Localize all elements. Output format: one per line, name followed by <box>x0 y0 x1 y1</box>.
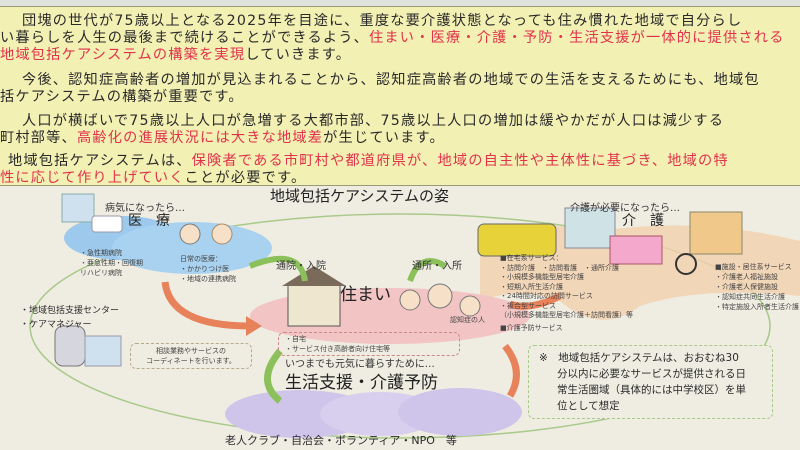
coordinate-box: 相談業務やサービスの コーディネートを行います。 <box>130 343 252 369</box>
support-center-building-icon <box>84 335 122 367</box>
list-item: リハビリ病院 <box>80 269 122 277</box>
hospital-arrow-label: 通院・入院 <box>276 261 326 272</box>
intro-box <box>0 6 800 186</box>
care-heading: 介 護 <box>622 213 664 229</box>
list-item: ・サービス付き高齢者向け住宅等 <box>285 345 390 353</box>
intro-line: い暮らしを人生の最後まで続けることができるよう、住まい・医療・介護・予防・生活支… <box>0 27 800 47</box>
diagram-title: 地域包括ケアシステムの姿 <box>270 187 449 205</box>
hospital-building-icon <box>61 193 95 223</box>
list-item: ■施設・居住系サービス <box>715 263 792 271</box>
highlight-text: 住まい・医療・介護・予防・生活支援が一体的に提供される <box>369 30 785 46</box>
highlight-text: 保険者である市町村や都道府県が、地域の自主性や主体性に基づき、地域の特 <box>191 153 729 169</box>
arrow-hospital <box>248 255 308 282</box>
highlight-text: 高齢化の進展状況には大きな地域差 <box>76 130 324 146</box>
outer-ring <box>29 213 771 439</box>
body-text: 人口が横ばいで75歳以上人口が急増する大都市部、75歳以上人口の増加は緩やかだが… <box>22 113 725 129</box>
diagram-shapes <box>29 193 800 439</box>
care-manager-icon <box>54 325 86 367</box>
daily-medical-list: 日常の医療： ・かかりつけ医 ・地域の連携病院 <box>180 254 236 284</box>
highlight-text: 性に応じて作り上げていく <box>0 170 185 186</box>
intro-line: 町村部等、高齢化の進展状況には大きな地域差が生じています。 <box>0 127 800 147</box>
body-text: 町村部等、 <box>0 130 77 146</box>
list-item: ・亜急性期・回復期 <box>80 259 143 267</box>
list-item: ・介護老人福祉施設 <box>715 273 778 281</box>
dementia-person-icon <box>459 295 481 317</box>
list-item: ・急性期病院 <box>80 249 122 257</box>
body-text: 団塊の世代が75歳以上となる2025年を目途に、重度な要介護状態となっても住み慣… <box>22 13 743 29</box>
arrow-facility <box>407 258 447 283</box>
support-center-list: ・地域包括支援センター ・ケアマネジャー <box>20 304 119 332</box>
nurse-icon <box>211 223 233 245</box>
wheelchair-icon <box>675 253 697 275</box>
hospital-list: ・急性期病院 ・亜急性期・回復期 リハビリ病院 <box>80 248 143 278</box>
note-line: 分以内に必要なサービスが提供される日 <box>557 368 746 380</box>
list-item: ・介護老人保健施設 <box>715 283 778 291</box>
body-text: い暮らしを人生の最後まで続けることができるよう、 <box>0 30 370 46</box>
arrow-medical-to-home <box>161 281 251 330</box>
family-icon <box>399 289 421 311</box>
list-item: （小規模多機能型居宅介護＋訪問看護）等 <box>500 311 633 319</box>
intro-line: 性に応じて作り上げていくことが必要です。 <box>0 167 800 187</box>
note-line: ※ 地域包括ケアシステムは、おおむね30 <box>539 352 739 364</box>
house-icon <box>287 283 341 327</box>
list-item: ・複合型サービス <box>500 301 556 310</box>
highlight-text: 地域包括ケアシステムの構築を実現 <box>0 47 246 63</box>
home-types-box: ・自宅 ・サービス付き高齢者向け住宅等 <box>278 332 460 356</box>
body-text: が生じています。 <box>323 130 445 146</box>
list-item: ・訪問介護 ・訪問看護 ・通所介護 <box>500 263 619 272</box>
care-building-icon <box>564 207 616 249</box>
elderly-man-icon <box>427 283 453 309</box>
list-item: ■在宅系サービス： <box>500 254 563 262</box>
list-item: ・自宅 <box>285 335 306 343</box>
body-text: ことが必要です。 <box>184 170 307 186</box>
community-groups: 老人クラブ・自治会・ボランティア・NPO 等 <box>225 434 457 447</box>
bath-icon <box>609 235 663 265</box>
intro-line: 地域包括ケアシステムは、保険者である市町村や都道府県が、地域の自主性や主体性に基… <box>0 150 800 170</box>
list-item: 相談業務やサービスの <box>156 347 226 355</box>
intro-line: 今後、認知症高齢者の増加が見込まれることから、認知症高齢者の地域での生活を支える… <box>0 69 800 89</box>
medical-caption: 病気になったら… <box>105 203 185 214</box>
body-text: 地域包括ケアシステムは、 <box>8 153 192 169</box>
prevention-heading: 生活支援・介護予防 <box>285 373 438 393</box>
note-line: 常生活圏域（具体的には中学校区）を単 <box>557 384 746 396</box>
list-item: ・地域包括支援センター <box>20 306 120 316</box>
list-item: ・認知症共同生活介護 <box>715 293 785 301</box>
care-caption: 介護が必要になったら… <box>570 203 680 214</box>
arrow-prevention-to-home <box>502 343 520 398</box>
body-text: 今後、認知症高齢者の増加が見込まれることから、認知症高齢者の地域での生活を支える… <box>22 72 760 88</box>
arrow-care-to-home <box>508 292 562 310</box>
body-text: していきます。 <box>245 47 352 63</box>
list-item: コーディネートを行います。 <box>146 357 236 365</box>
previous-page-strip <box>0 0 800 8</box>
list-item: ・短期入所生活介護 <box>500 282 563 291</box>
facility-services-list: ■施設・居住系サービス ・介護老人福祉施設 ・介護老人保健施設 ・認知症共同生活… <box>715 262 799 312</box>
note-box: ※ 地域包括ケアシステムは、おおむね30 分以内に必要なサービスが提供される日 … <box>528 345 773 419</box>
dementia-label: 認知症の人 <box>450 316 485 324</box>
list-item: ・かかりつけ医 <box>180 265 230 273</box>
home-services-list: ■在宅系サービス： ・訪問介護 ・訪問看護 ・通所介護 ・小規模多機能型居宅介護… <box>500 254 633 333</box>
list-item: ・特定施設入所者生活介護 <box>715 303 799 311</box>
list-item: ・ケアマネジャー <box>20 320 92 330</box>
doctor-icon <box>179 223 201 245</box>
list-item: ・地域の連携病院 <box>180 275 236 283</box>
arrow-home-to-prevention <box>264 348 283 404</box>
note-line: 位として想定 <box>557 400 620 412</box>
intro-line: 人口が横ばいで75歳以上人口が急増する大都市部、75歳以上人口の増加は緩やかだが… <box>0 110 800 130</box>
intro-line: 地域包括ケアシステムの構築を実現していきます。 <box>0 44 800 64</box>
intro-line: 団塊の世代が75歳以上となる2025年を目途に、重度な要介護状態となっても住み慣… <box>0 10 800 30</box>
van-icon <box>477 223 557 257</box>
facility-arrow-label: 通所・入所 <box>412 261 462 272</box>
list-item: ■介護予防サービス <box>500 323 563 332</box>
ambulance-icon <box>91 215 123 233</box>
care-house-icon <box>689 211 743 255</box>
prevention-caption: いつまでも元気に暮らすために… <box>285 359 435 370</box>
list-item: ・24時間対応の訪問サービス <box>500 292 593 300</box>
body-text: 括ケアシステムの構築が重要です。 <box>0 89 244 105</box>
list-item: 日常の医療： <box>180 255 222 263</box>
intro-line: 括ケアシステムの構築が重要です。 <box>0 86 800 106</box>
medical-heading: 医 療 <box>128 213 170 229</box>
list-item: ・小規模多機能型居宅介護 <box>500 273 584 281</box>
prevention-ellipse-3 <box>398 388 522 436</box>
home-heading: 住まい <box>340 285 391 305</box>
